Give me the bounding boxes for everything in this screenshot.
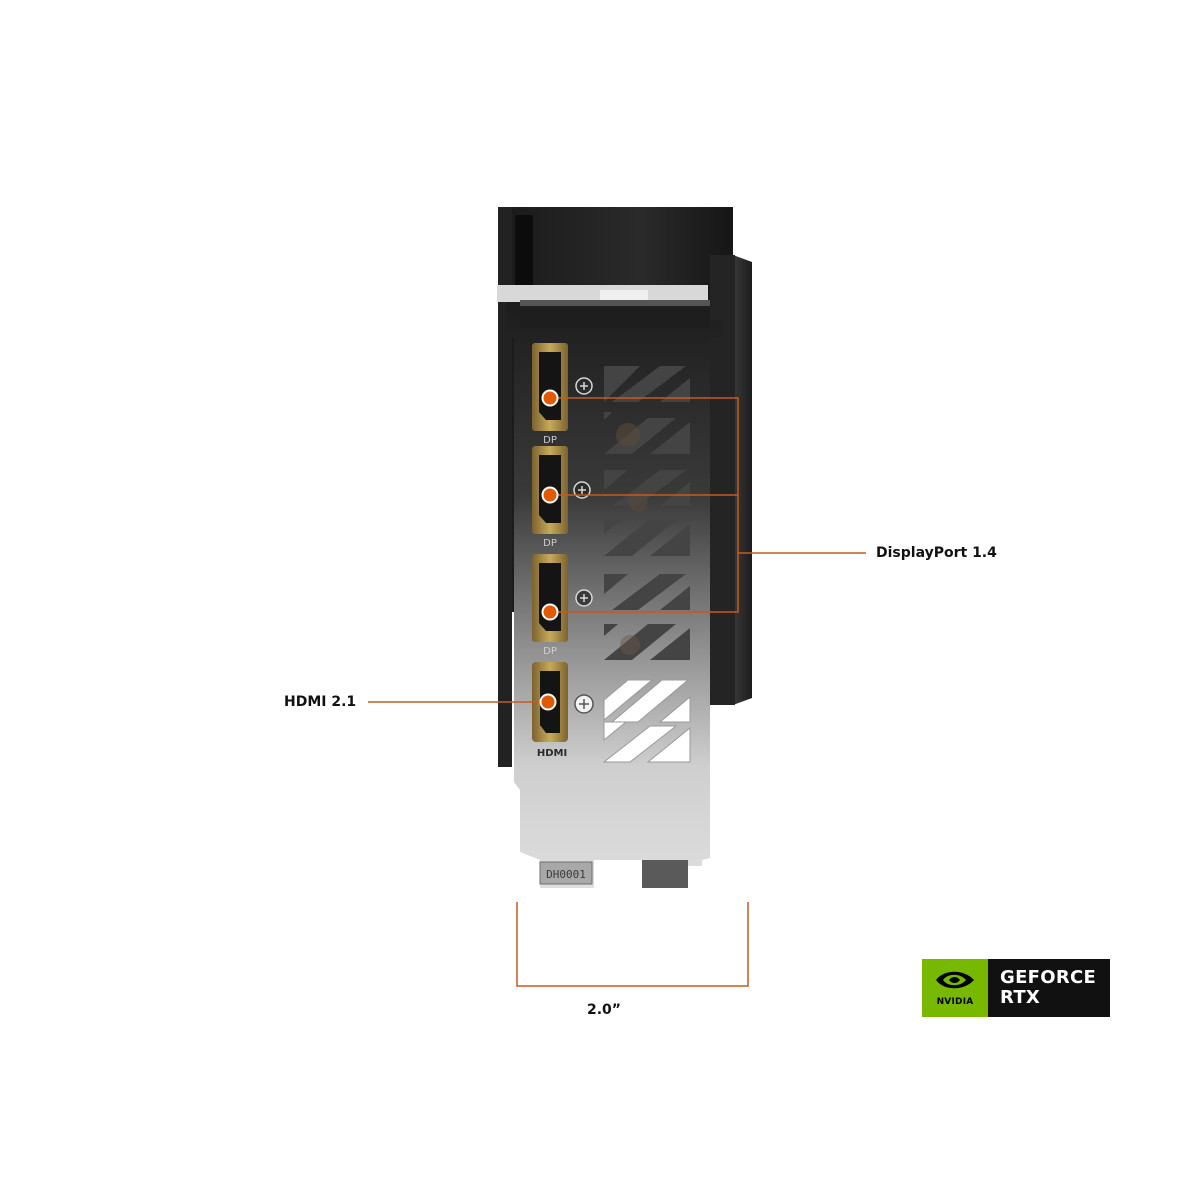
- bracket-code: DH0001: [546, 868, 586, 881]
- hdmi-label: HDMI 2.1: [284, 694, 357, 710]
- nvidia-geforce-rtx-badge: NVIDIA GEFORCE RTX: [922, 959, 1110, 1017]
- geforce-rtx-wordmark: GEFORCE RTX: [988, 959, 1110, 1017]
- displayport-callout-dots: [541, 389, 559, 621]
- bracket-screws: [573, 377, 594, 714]
- dp-label-3: DP: [543, 646, 557, 657]
- dp-label-2: DP: [543, 538, 557, 549]
- vent-slots: [602, 366, 691, 763]
- hdmi-port-label: HDMI: [537, 748, 567, 759]
- nvidia-wordmark: NVIDIA: [936, 997, 974, 1007]
- displayport-label: DisplayPort 1.4: [876, 545, 997, 561]
- displayport-callout: [550, 397, 866, 613]
- nvidia-logo-block: NVIDIA: [922, 959, 988, 1017]
- width-dimension-line: [516, 902, 749, 987]
- dp-label-1: DP: [543, 435, 557, 446]
- rtx-text: RTX: [1000, 987, 1041, 1008]
- width-dimension-label: 2.0”: [587, 1002, 622, 1018]
- nvidia-eye-icon: [936, 971, 974, 989]
- geforce-text: GEFORCE: [1000, 967, 1097, 988]
- hdmi-callout: [368, 693, 557, 711]
